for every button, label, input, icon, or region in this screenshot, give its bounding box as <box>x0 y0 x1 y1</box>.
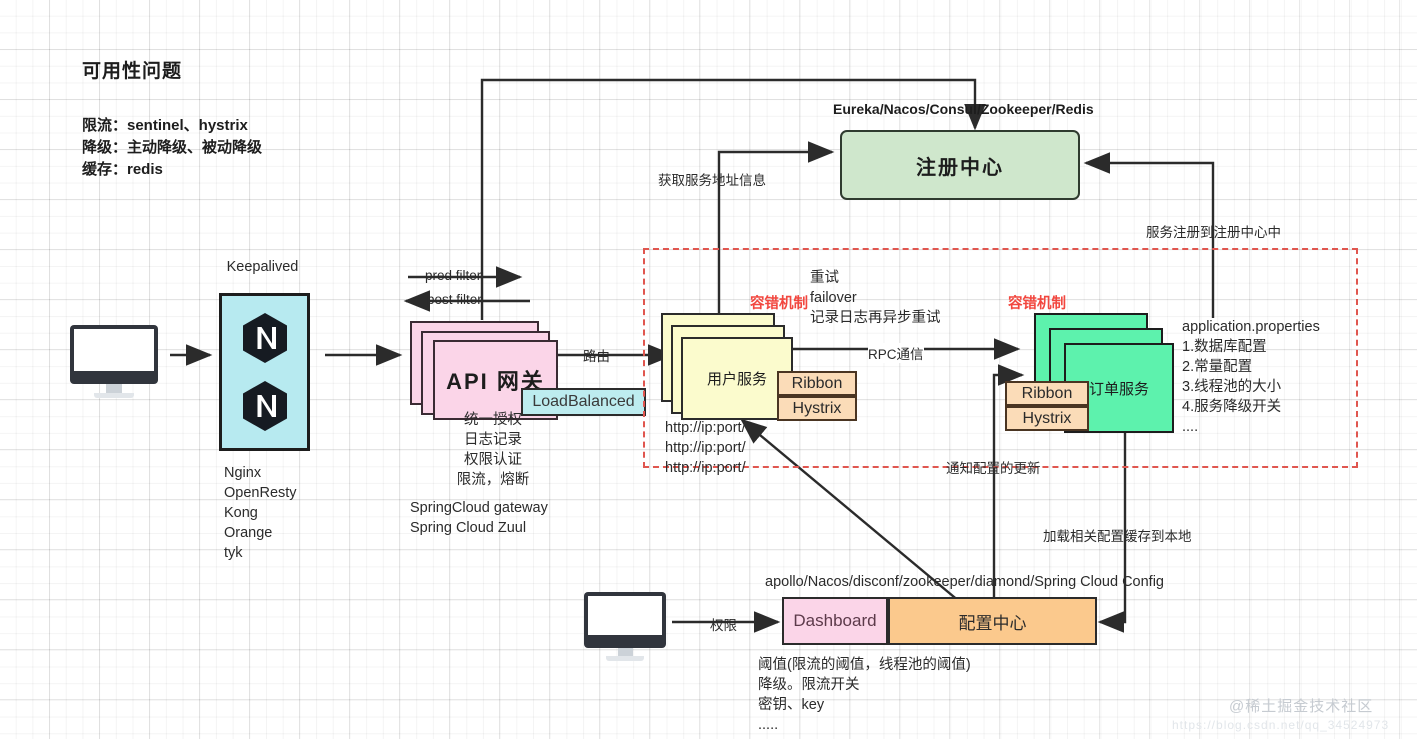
application-properties-notes: application.properties 1.数据库配置 2.常量配置 3.… <box>1182 319 1320 435</box>
pred-filter-label: pred filter <box>425 268 482 283</box>
availability-legend: 限流：sentinel、hystrix 降级：主动降级、被动降级 缓存：redi… <box>82 117 263 178</box>
watermark-secondary: https://blog.csdn.net/qq_34524973 <box>1172 718 1390 732</box>
user-service-endpoints: http://ip:port/ http://ip:port/ http://i… <box>665 420 746 476</box>
notify-config-update-label: 通知配置的更新 <box>946 461 1041 476</box>
config-center-box[interactable]: 配置中心 <box>888 597 1097 645</box>
services-dashed-region <box>643 248 1358 468</box>
nginx-logo-icon-2 <box>242 381 287 431</box>
post-filter-label: post filter <box>427 292 482 307</box>
page-title: 可用性问题 <box>82 61 183 82</box>
config-center-implementations: apollo/Nacos/disconf/zookeeper/diamond/S… <box>765 574 1164 590</box>
keepalived-label: Keepalived <box>226 259 299 275</box>
user-fault-tolerance-label: 容错机制 <box>750 296 808 312</box>
gateway-implementations: SpringCloud gateway Spring Cloud Zuul <box>410 500 548 536</box>
order-hystrix-box: Hystrix <box>1005 406 1089 431</box>
order-ribbon-box: Ribbon <box>1005 381 1089 406</box>
nginx-alternatives: Nginx OpenResty Kong Orange tyk <box>224 465 297 561</box>
load-balanced-badge: LoadBalanced <box>521 388 646 416</box>
registry-implementations: Eureka/Nacos/Consul/Zookeeper/Redis <box>833 101 1094 117</box>
user-ribbon-box: Ribbon <box>777 371 857 396</box>
route-label: 路由 <box>583 349 610 364</box>
rpc-label: RPC通信 <box>868 343 924 363</box>
admin-monitor <box>584 592 666 661</box>
dashboard-box[interactable]: Dashboard <box>782 597 888 645</box>
config-center-notes: 阈值(限流的阈值，线程池的阈值) 降级。限流开关 密钥、key ..... <box>758 657 971 733</box>
fetch-service-address-label: 获取服务地址信息 <box>658 173 766 188</box>
nginx-logo-icon <box>242 313 287 363</box>
registry-center-box[interactable]: 注册中心 <box>840 130 1080 200</box>
retry-notes: 重试 failover 记录日志再异步重试 <box>810 270 941 326</box>
api-gateway-box[interactable]: API 网关 <box>433 340 558 420</box>
service-registration-label: 服务注册到注册中心中 <box>1146 225 1281 240</box>
watermark-primary: @稀土掘金技术社区 <box>1229 698 1374 715</box>
auth-label: 权限 <box>710 618 737 633</box>
user-hystrix-box: Hystrix <box>777 396 857 421</box>
user-service-box[interactable]: 用户服务 <box>681 337 793 420</box>
nginx-cluster-box <box>219 293 310 451</box>
gateway-features: 统一授权 日志记录 权限认证 限流，熔断 <box>456 412 530 488</box>
client-monitor <box>70 325 158 398</box>
order-fault-tolerance-label: 容错机制 <box>1008 296 1066 312</box>
load-config-local-label: 加载相关配置缓存到本地 <box>1043 529 1192 544</box>
